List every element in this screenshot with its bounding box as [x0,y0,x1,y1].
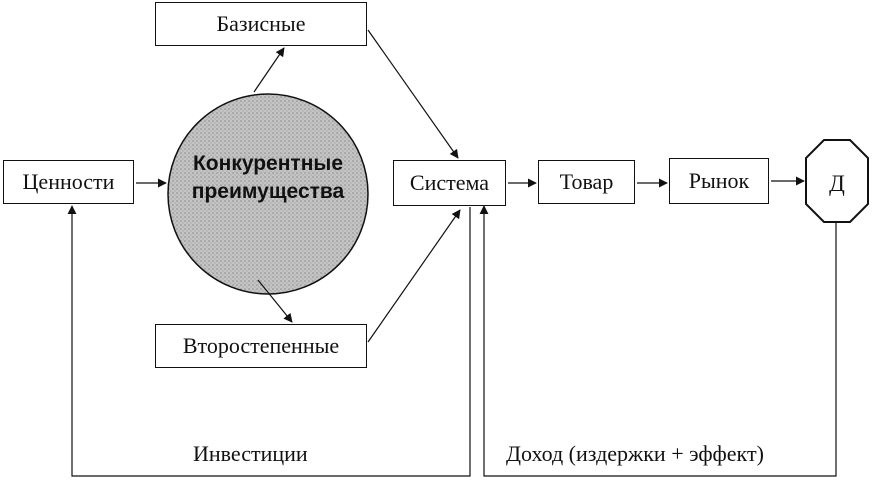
goods-box: Товар [538,160,635,204]
basic-box: Базисные [155,2,367,46]
d-octagon [805,139,869,223]
market-label: Рынок [688,168,750,193]
arrow-basic-to-system [367,29,459,159]
competitive-advantages-label: Конкурентные преимущества [170,150,366,206]
competitive-advantages-circle [167,93,369,295]
income-label: Доход (издержки + эффект) [506,441,764,466]
arrow-advantages-to-secondary [257,279,293,323]
values-label: Ценности [22,169,115,194]
competitive-advantages-line1: Конкурентные [192,152,343,175]
competitive-advantages-line2: преимущества [191,180,345,203]
arrow-secondary-to-system [367,209,461,343]
d-label: Д [829,171,845,196]
secondary-box: Второстепенные [155,324,367,368]
investment-label: Инвестиции [193,441,308,466]
system-box: Система [393,160,506,206]
income-loop-line [479,205,837,477]
investment-loop-line [67,205,471,477]
secondary-label: Второстепенные [182,333,340,358]
arrow-advantages-to-basic [253,47,285,93]
system-label: Система [409,170,490,195]
basic-label: Базисные [216,11,306,36]
market-box: Рынок [669,158,769,204]
values-box: Ценности [3,160,134,204]
goods-label: Товар [559,169,614,194]
